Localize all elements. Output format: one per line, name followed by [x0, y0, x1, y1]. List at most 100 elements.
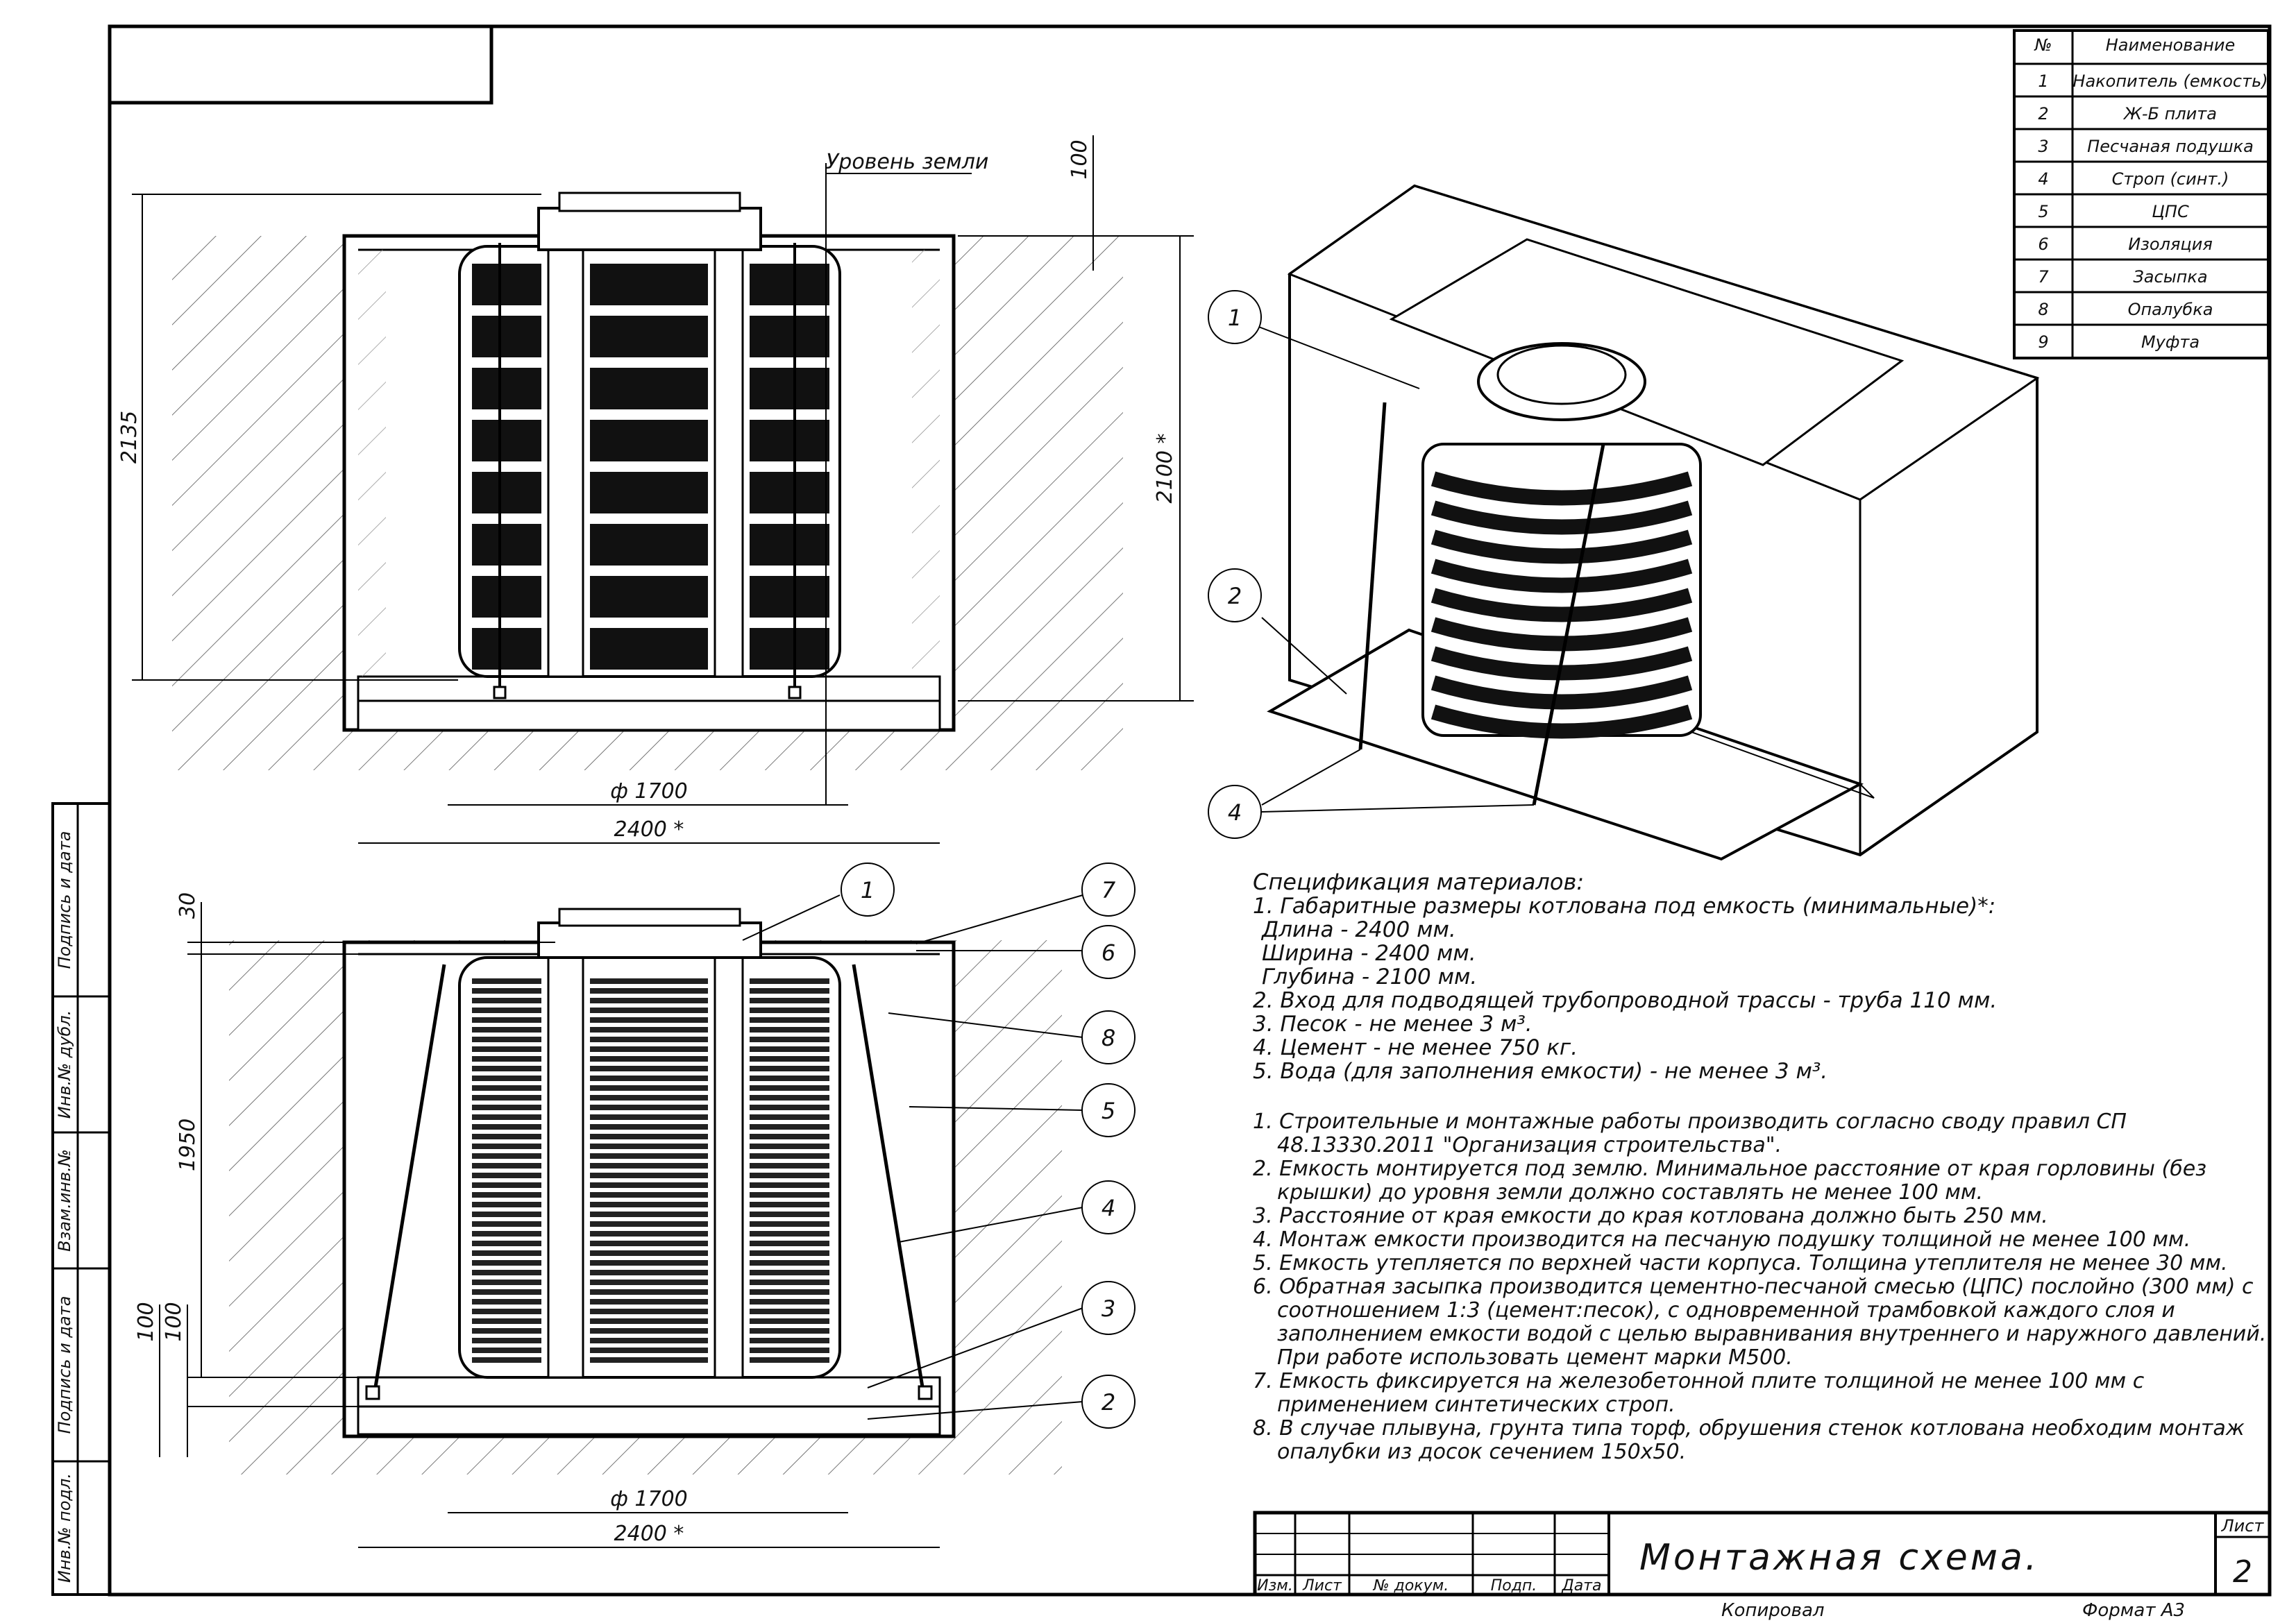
tank-rib: [750, 1270, 829, 1275]
tank-rib: [472, 1192, 541, 1198]
dim-diam-side: ф 1700: [610, 1487, 688, 1511]
tank-rib: [590, 1105, 708, 1110]
col-list: Лист: [1302, 1577, 1342, 1595]
col-date: Дата: [1562, 1577, 1602, 1595]
tank-rib: [472, 1027, 541, 1033]
tank-rib: [590, 1066, 708, 1071]
tank-rib: [472, 1357, 541, 1363]
tank-rib: [472, 1318, 541, 1324]
slab: [357, 699, 941, 731]
tank-rib: [590, 1212, 708, 1217]
side-callouts: 1 7 6 8 5 4 3 2: [742, 863, 1136, 1429]
tank-rib: [472, 1163, 541, 1169]
spec-line: 5. Вода (для заполнения емкости) - не ме…: [1253, 1059, 1827, 1084]
tank-rib: [750, 1153, 829, 1159]
table-row-name: Муфта: [2141, 332, 2200, 352]
tank-rib: [590, 1017, 708, 1023]
tank-rib: [750, 1144, 829, 1149]
tank-rib: [750, 1182, 829, 1188]
stamp-3: Взам.инв.№: [55, 1149, 74, 1252]
col-izm: Изм.: [1257, 1577, 1293, 1595]
table-head-num: №: [2034, 35, 2052, 55]
table-row-num: 3: [2038, 137, 2048, 156]
tank-strap: [714, 956, 744, 1379]
tank-rib: [590, 1328, 708, 1334]
tank-rib: [590, 1260, 708, 1266]
tank-rib: [590, 1192, 708, 1198]
tank-rib: [472, 1085, 541, 1091]
tank-rib: [750, 1017, 829, 1023]
tank-rib: [750, 1250, 829, 1256]
table-row-name: Ж-Б плита: [2122, 104, 2217, 124]
tank-rib: [472, 1056, 541, 1062]
tank-rib: [590, 628, 708, 670]
note-line: При работе использовать цемент марки М50…: [1277, 1345, 1793, 1370]
tank-rib: [472, 1348, 541, 1353]
tank-rib: [590, 1231, 708, 1237]
table-head-name: Наименование: [2106, 35, 2236, 55]
table-row-num: 2: [2038, 104, 2048, 124]
tank-rib: [1430, 559, 1693, 593]
tank-rib: [590, 1124, 708, 1130]
tank-rib: [472, 264, 541, 305]
table-row-num: 7: [2038, 267, 2049, 287]
tank-rib: [750, 628, 829, 670]
tank-strap: [714, 245, 744, 678]
tank-neck: [537, 207, 762, 251]
tank-rib: [590, 1163, 708, 1169]
insulation-hatch-right: [912, 250, 940, 677]
tank-rib: [472, 1212, 541, 1217]
tank-rib: [472, 1017, 541, 1023]
note-line: 2. Емкость монтируется под землю. Минима…: [1253, 1157, 2206, 1181]
side-stamp: Подпись и дата Инв.№ дубл. Взам.инв.№ По…: [51, 802, 111, 1596]
tank-rib: [472, 1328, 541, 1334]
insulation-hatch: [358, 250, 386, 677]
tank-rib: [590, 1182, 708, 1188]
tank-rib: [750, 1037, 829, 1042]
col-doc: № докум.: [1373, 1577, 1449, 1595]
tank-rib: [750, 524, 829, 566]
tank-rib: [472, 1260, 541, 1266]
stamp-1: Подпись и дата: [55, 831, 74, 969]
tank-rib: [472, 1250, 541, 1256]
table-row-name: ЦПС: [2152, 202, 2189, 221]
tank-rib: [590, 576, 708, 618]
tank-rib: [750, 1328, 829, 1334]
note-line: соотношением 1:3 (цемент:песок), с однов…: [1277, 1298, 2175, 1323]
tank-rib: [750, 264, 829, 305]
tank-rib: [750, 1221, 829, 1227]
tank-rib: [750, 978, 829, 984]
tank-rib: [472, 1289, 541, 1295]
table-row-num: 1: [2038, 71, 2048, 91]
tank-rib: [472, 988, 541, 994]
notes-block: 1. Строительные и монтажные работы произ…: [1253, 1110, 2266, 1464]
tank-rib: [750, 1309, 829, 1314]
tank-rib: [472, 1105, 541, 1110]
tank-rib: [750, 368, 829, 409]
tank-rib: [590, 998, 708, 1003]
callout-iso-1: 1: [1228, 305, 1242, 331]
note-line: 8. В случае плывуна, грунта типа торф, о…: [1253, 1416, 2245, 1441]
tank-rib: [1430, 646, 1693, 681]
note-line: 6. Обратная засыпка производится цементн…: [1253, 1275, 2254, 1299]
tank-rib: [472, 1182, 541, 1188]
tank-rib: [472, 524, 541, 566]
callout-side-2: 2: [1101, 1389, 1115, 1416]
tank-rib: [472, 1076, 541, 1081]
tank-rib: [750, 1056, 829, 1062]
tank-rib: [472, 1221, 541, 1227]
ground-level-label: Уровень земли: [826, 150, 988, 174]
note-line: 4. Монтаж емкости производится на песчан…: [1253, 1227, 2191, 1252]
callout-side-4: 4: [1101, 1195, 1115, 1221]
tank-rib: [472, 1066, 541, 1071]
tank-rib: [750, 472, 829, 513]
tank-rib: [472, 1299, 541, 1305]
tank-rib: [590, 988, 708, 994]
callout-side-8: 8: [1101, 1025, 1115, 1051]
tank-rib: [750, 576, 829, 618]
spec-line: 4. Цемент - не менее 750 кг.: [1253, 1035, 1578, 1060]
tank-rib: [472, 1046, 541, 1052]
tank-rib: [750, 1280, 829, 1285]
tank-rib: [472, 1173, 541, 1178]
note-line: 1. Строительные и монтажные работы произ…: [1253, 1110, 2127, 1134]
